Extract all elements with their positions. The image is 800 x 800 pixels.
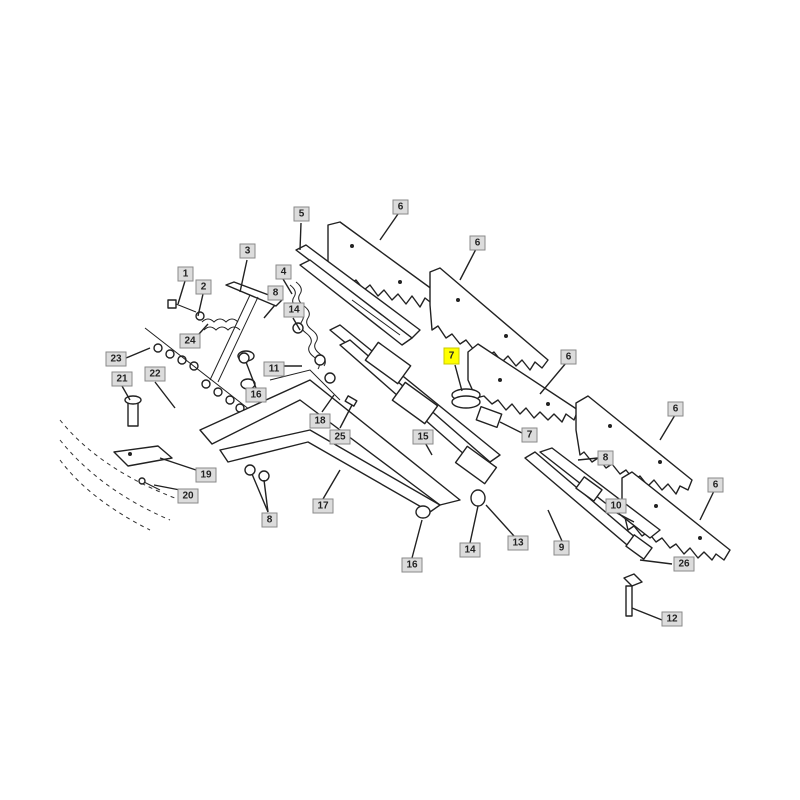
callout-6b-label: 6 — [475, 238, 481, 249]
callout-6e-label: 6 — [713, 480, 719, 491]
callout-21-label: 21 — [116, 374, 128, 385]
callout-17-label: 17 — [317, 501, 329, 512]
washer-row — [144, 327, 251, 413]
blade-fifth — [621, 471, 731, 561]
callout-7a-label: 7 — [449, 351, 455, 362]
leader-lines — [121, 213, 715, 621]
callout-7a[interactable]: 7 — [443, 347, 460, 365]
callout-5[interactable]: 5 — [293, 206, 310, 222]
callout-6a-label: 6 — [398, 202, 404, 213]
callout-17[interactable]: 17 — [312, 498, 334, 514]
callout-15-label: 15 — [417, 432, 429, 443]
callout-5-label: 5 — [299, 209, 305, 220]
callout-25-label: 25 — [334, 432, 346, 443]
callout-3[interactable]: 3 — [239, 243, 256, 259]
callout-2-label: 2 — [201, 282, 207, 293]
callout-8a-label: 8 — [273, 288, 279, 299]
callout-23[interactable]: 23 — [105, 351, 127, 367]
bolt-12 — [623, 573, 643, 617]
callout-8c[interactable]: 8 — [261, 512, 278, 528]
callout-20-label: 20 — [182, 491, 194, 502]
callout-6b[interactable]: 6 — [469, 235, 486, 251]
callout-3-label: 3 — [245, 246, 251, 257]
frame-bar — [295, 244, 501, 485]
callout-4-label: 4 — [281, 267, 287, 278]
callout-26[interactable]: 26 — [673, 556, 695, 572]
callout-8b-label: 8 — [603, 453, 609, 464]
callout-2[interactable]: 2 — [195, 279, 212, 295]
callout-26-label: 26 — [678, 559, 690, 570]
callout-14a[interactable]: 14 — [283, 302, 305, 318]
callout-12[interactable]: 12 — [661, 611, 683, 627]
callout-7b[interactable]: 7 — [521, 427, 538, 443]
callout-19-label: 19 — [200, 470, 212, 481]
callout-18-label: 18 — [314, 416, 326, 427]
callout-6a[interactable]: 6 — [392, 199, 409, 215]
callout-19[interactable]: 19 — [195, 467, 217, 483]
callout-6d-label: 6 — [673, 404, 679, 415]
callout-9-label: 9 — [559, 543, 565, 554]
callout-4[interactable]: 4 — [275, 264, 292, 280]
callout-25[interactable]: 25 — [329, 429, 351, 445]
callout-16a[interactable]: 16 — [245, 387, 267, 403]
callout-15[interactable]: 15 — [412, 429, 434, 445]
callout-6c[interactable]: 6 — [560, 349, 577, 365]
callout-8c-label: 8 — [267, 515, 273, 526]
callout-16b[interactable]: 16 — [401, 557, 423, 573]
callout-24-label: 24 — [184, 336, 196, 347]
callout-18[interactable]: 18 — [309, 413, 331, 429]
callout-21[interactable]: 21 — [111, 371, 133, 387]
callout-12-label: 12 — [666, 614, 678, 625]
callout-20[interactable]: 20 — [177, 488, 199, 504]
callouts: 1 2 3 4 5 6 6 6 6 6 7 7 8 8 8 9 10 11 12… — [105, 199, 724, 627]
blade-third — [467, 343, 579, 423]
callout-11[interactable]: 11 — [263, 361, 285, 377]
callout-14b[interactable]: 14 — [459, 542, 481, 558]
callout-14a-label: 14 — [288, 305, 300, 316]
callout-13-label: 13 — [512, 538, 524, 549]
callout-23-label: 23 — [110, 354, 122, 365]
callout-9[interactable]: 9 — [553, 540, 570, 556]
callout-16b-label: 16 — [406, 560, 418, 571]
callout-10[interactable]: 10 — [605, 498, 627, 514]
callout-8b[interactable]: 8 — [597, 450, 614, 466]
drawing — [59, 221, 731, 617]
callout-11-label: 11 — [269, 364, 280, 375]
callout-16a-label: 16 — [250, 390, 262, 401]
callout-8a[interactable]: 8 — [267, 285, 284, 301]
chain-connector — [451, 388, 503, 429]
callout-24[interactable]: 24 — [179, 333, 201, 349]
callout-1[interactable]: 1 — [177, 266, 194, 282]
callout-13[interactable]: 13 — [507, 535, 529, 551]
callout-22-label: 22 — [149, 369, 161, 380]
callout-1-label: 1 — [183, 269, 189, 280]
plate-19 — [113, 445, 173, 467]
callout-14b-label: 14 — [464, 545, 476, 556]
callout-6d[interactable]: 6 — [667, 401, 684, 417]
pin-21 — [124, 395, 142, 427]
spring-coils — [201, 318, 241, 331]
callout-10-label: 10 — [610, 501, 622, 512]
callout-7b-label: 7 — [527, 430, 533, 441]
callout-22[interactable]: 22 — [144, 366, 166, 382]
callout-6c-label: 6 — [566, 352, 572, 363]
deck-outline — [59, 419, 181, 531]
bolt-1 — [167, 299, 205, 321]
callout-6e[interactable]: 6 — [707, 477, 724, 493]
side-bar — [524, 447, 661, 560]
pin-20 — [138, 477, 161, 491]
